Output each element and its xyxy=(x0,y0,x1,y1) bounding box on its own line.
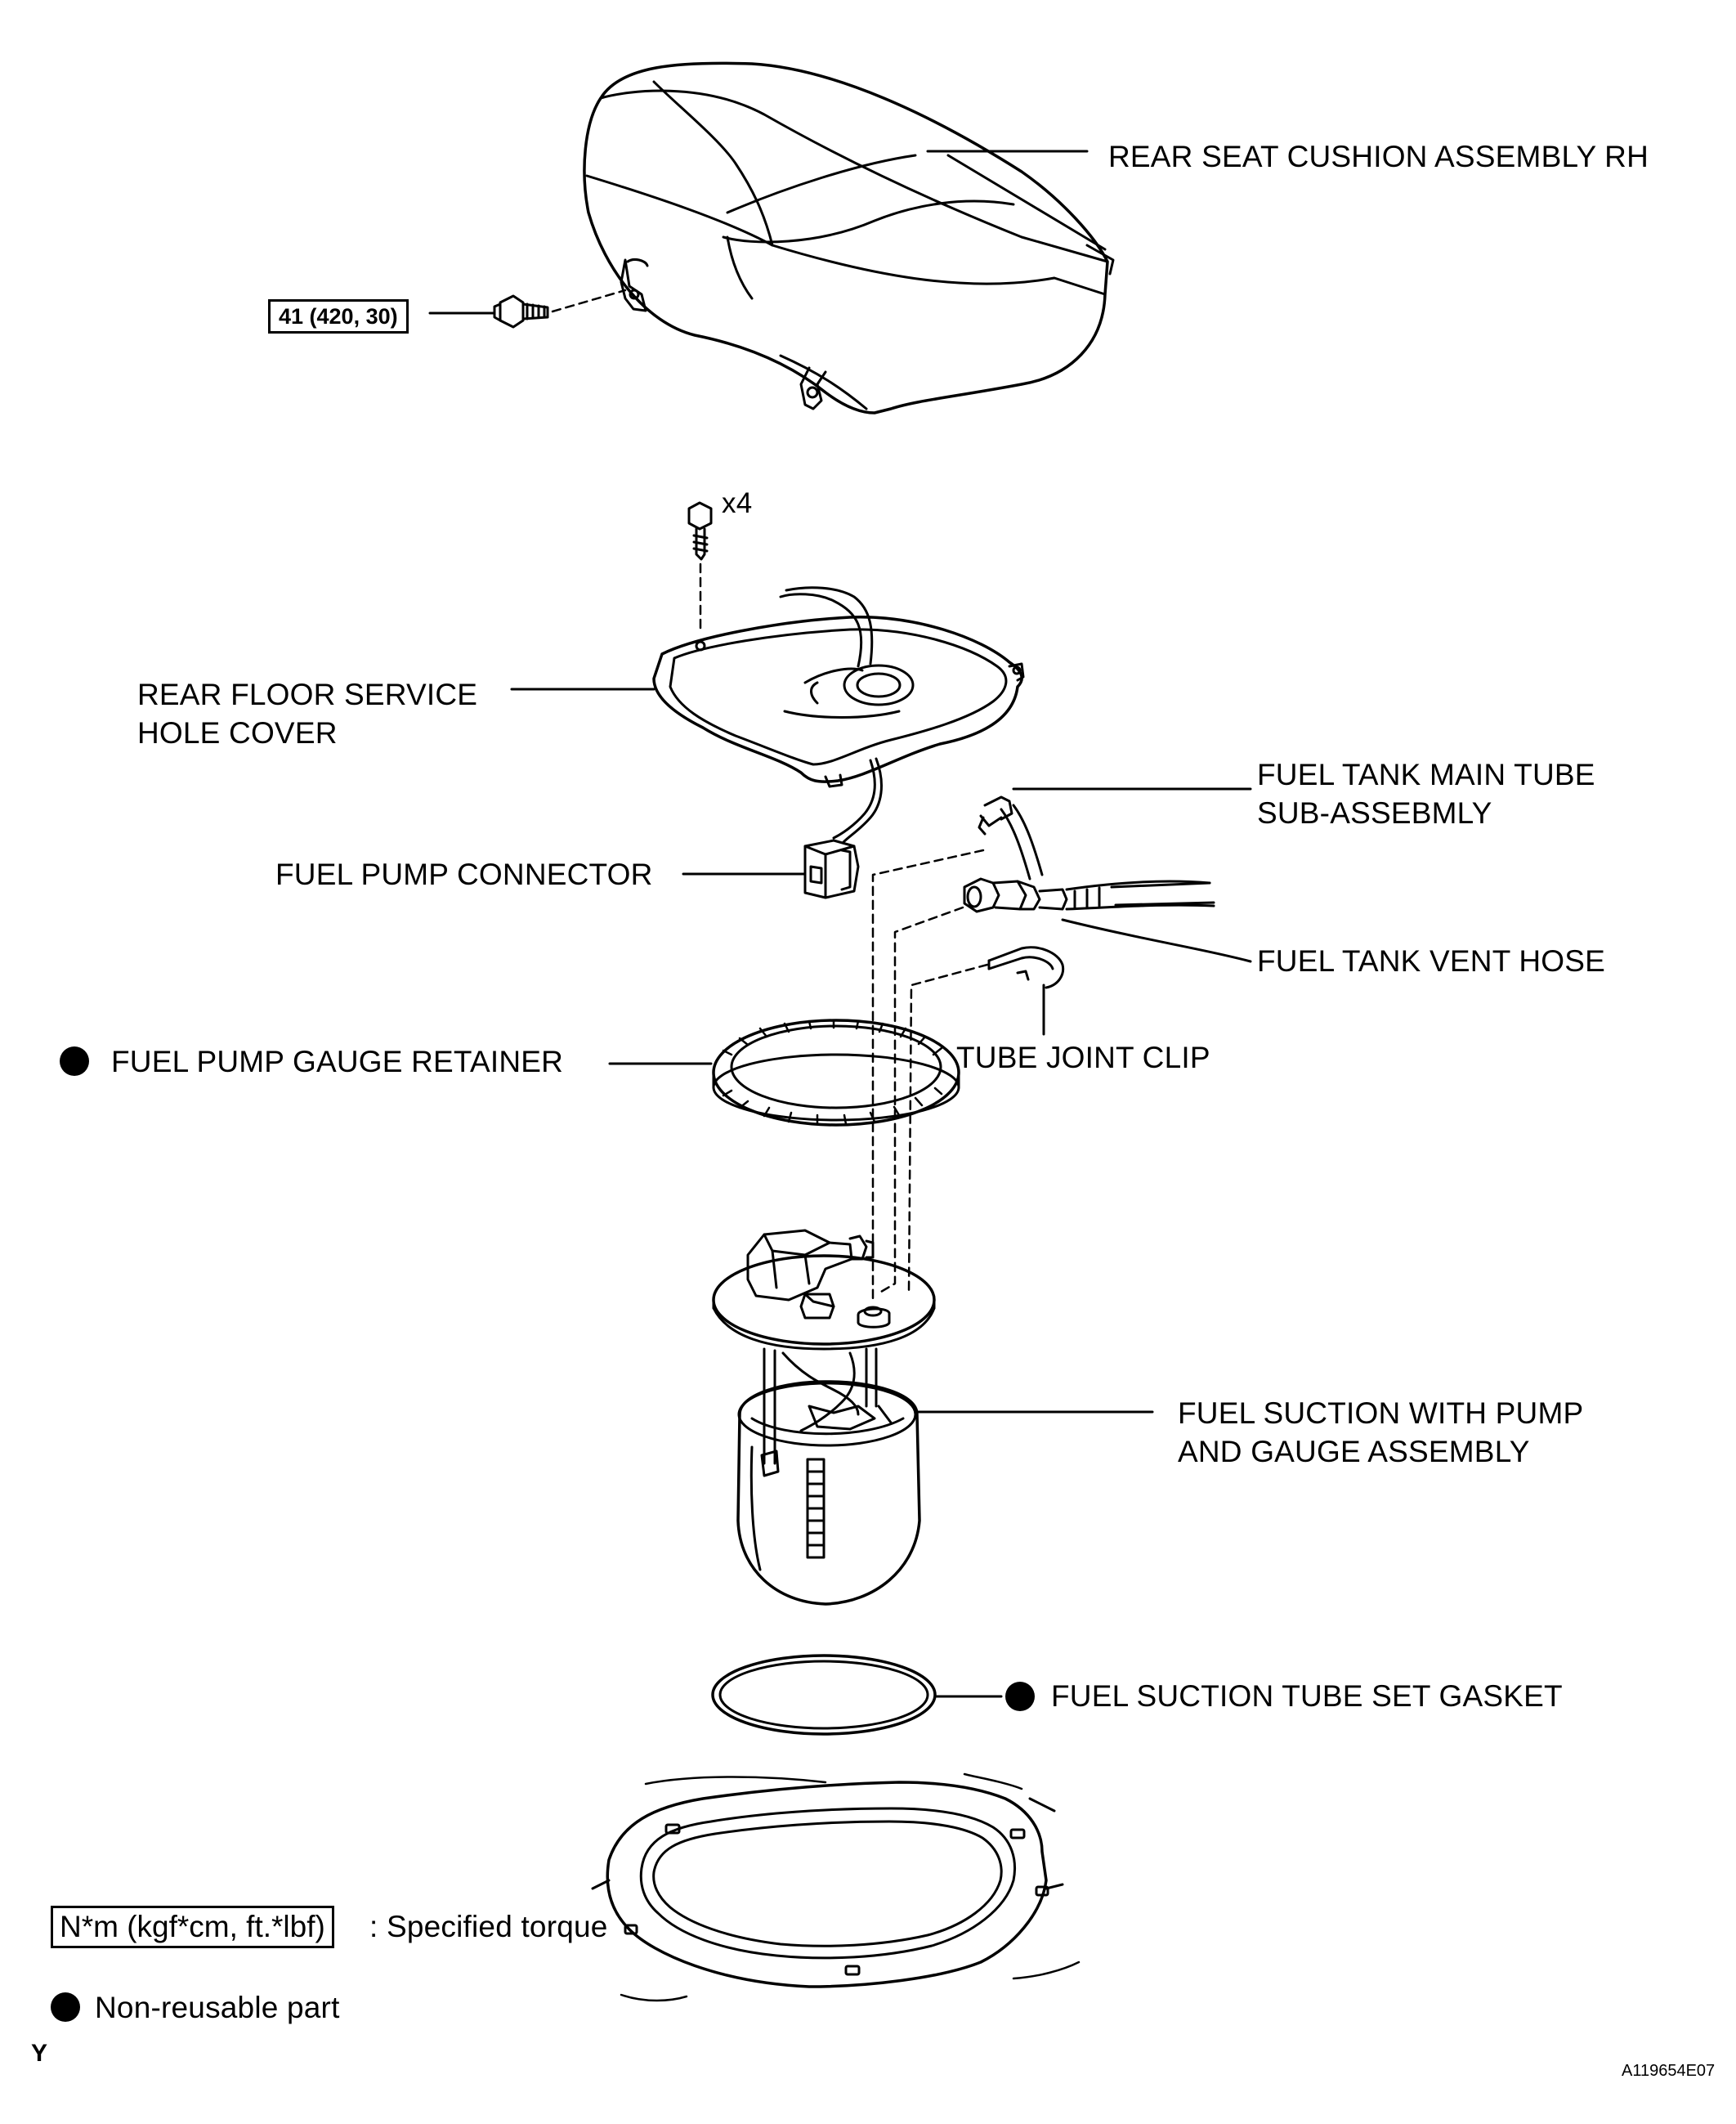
torque-spec-box: 41 (420, 30) xyxy=(268,299,409,334)
fuel-suction-pump-gauge-assembly-drawing xyxy=(714,1230,934,1604)
fuel-suction-tube-set-gasket-drawing xyxy=(713,1656,935,1734)
label-fuel-suction-tube-set-gasket: FUEL SUCTION TUBE SET GASKET xyxy=(1051,1679,1563,1713)
legend-torque-text: : Specified torque xyxy=(369,1910,608,1943)
label-rear-seat-cushion: REAR SEAT CUSHION ASSEMBLY RH xyxy=(1108,140,1649,173)
fuel-pump-connector-drawing xyxy=(805,840,858,898)
label-fuel-suction-pump-gauge-assembly: FUEL SUCTION WITH PUMP AND GAUGE ASSEMBL… xyxy=(1178,1394,1583,1471)
bolt-icon xyxy=(494,296,548,327)
tube-joint-clip-drawing xyxy=(989,948,1063,988)
label-fuel-pump-gauge-retainer: FUEL PUMP GAUGE RETAINER xyxy=(111,1045,564,1078)
label-line: SUB-ASSEBMLY xyxy=(1257,796,1492,830)
non-reusable-dot-icon xyxy=(60,1046,89,1076)
label-fuel-pump-connector: FUEL PUMP CONNECTOR xyxy=(275,858,653,891)
guide-lines xyxy=(873,850,987,1300)
screw-icon xyxy=(689,503,711,559)
label-line: HOLE COVER xyxy=(137,716,338,750)
label-fuel-tank-main-tube: FUEL TANK MAIN TUBE SUB-ASSEBMLY xyxy=(1257,755,1595,832)
corner-mark: Y xyxy=(31,2040,48,2067)
label-line: FUEL SUCTION WITH PUMP xyxy=(1178,1396,1584,1430)
non-reusable-dot-icon xyxy=(1005,1682,1035,1711)
fuel-tank-vent-hose-drawing xyxy=(964,879,1214,912)
label-fuel-tank-vent-hose: FUEL TANK VENT HOSE xyxy=(1257,944,1605,978)
screw-quantity-label: x4 xyxy=(722,487,753,519)
rear-seat-cushion-drawing xyxy=(584,63,1113,413)
label-line: FUEL TANK MAIN TUBE xyxy=(1257,758,1595,791)
label-line: AND GAUGE ASSEMBLY xyxy=(1178,1435,1530,1468)
legend-torque-box: N*m (kgf*cm, ft.*lbf) xyxy=(51,1906,334,1948)
label-rear-floor-service-hole-cover: REAR FLOOR SERVICE HOLE COVER xyxy=(137,675,477,752)
label-tube-joint-clip: TUBE JOINT CLIP xyxy=(956,1041,1210,1074)
fuel-tank-flange-drawing xyxy=(593,1774,1079,2001)
fuel-tank-main-tube-drawing xyxy=(979,797,1042,879)
label-line: REAR FLOOR SERVICE xyxy=(137,678,478,711)
non-reusable-dot-icon xyxy=(51,1992,80,2022)
fuel-pump-gauge-retainer-drawing xyxy=(714,1020,959,1125)
figure-id: A119654E07 xyxy=(1622,2062,1716,2080)
service-hole-cover-drawing xyxy=(654,588,1023,842)
legend-nonreusable-text: Non-reusable part xyxy=(95,1991,340,2024)
